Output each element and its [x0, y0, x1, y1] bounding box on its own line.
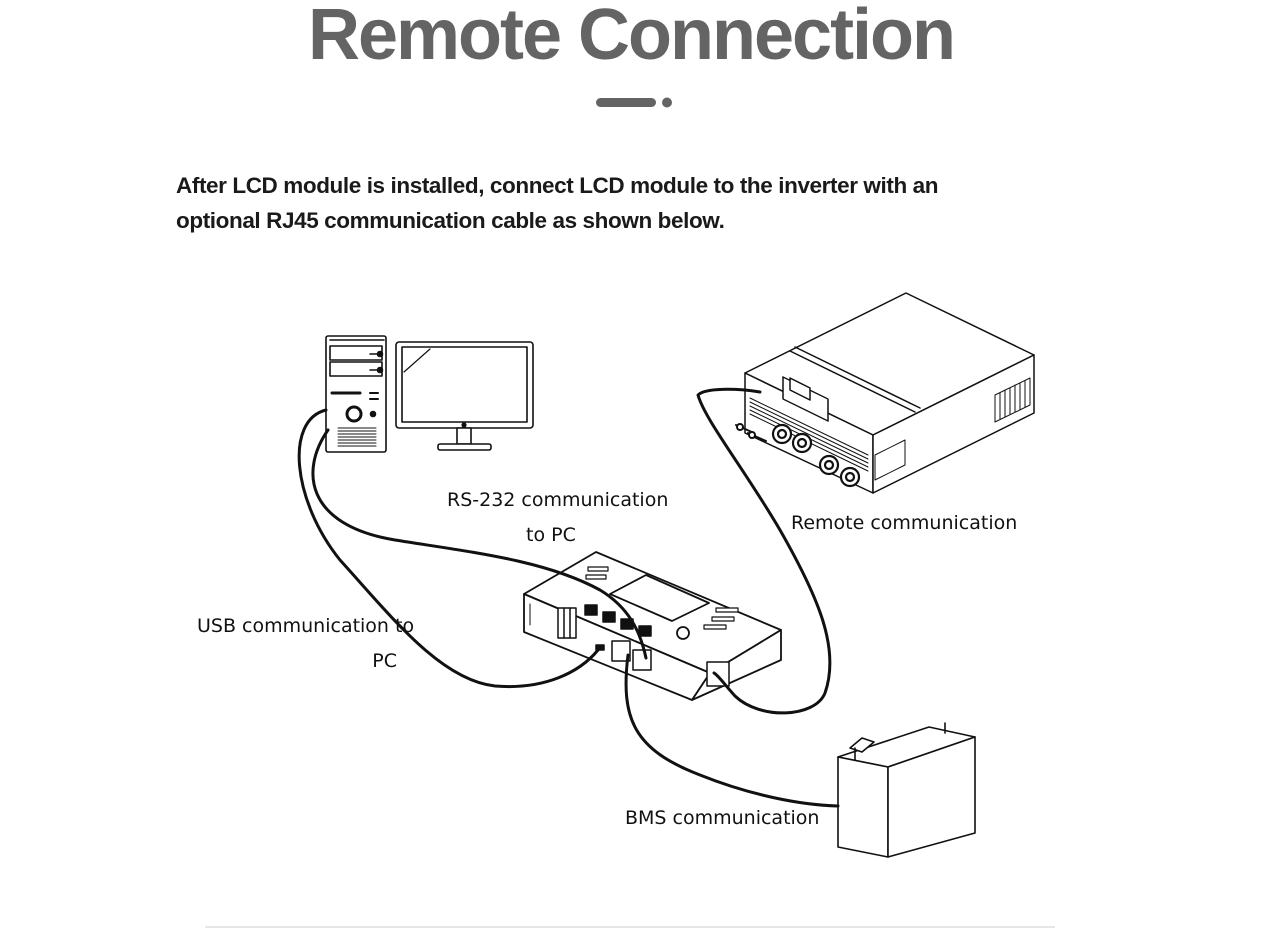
- rs232-label-line-1: RS-232 communication: [447, 489, 669, 511]
- intro-text: After LCD module is installed, connect L…: [176, 168, 1076, 238]
- intro-line-1: After LCD module is installed, connect L…: [176, 173, 939, 198]
- remote-communication-label: Remote communication: [791, 512, 1018, 534]
- remote-cable: [696, 387, 832, 715]
- bottom-divider: [205, 926, 1055, 928]
- bms-cable: [624, 653, 840, 808]
- bms-communication-label: BMS communication: [625, 807, 820, 829]
- pc-monitor-icon: [395, 341, 534, 451]
- rs232-cable: [311, 428, 648, 660]
- battery-bms-icon: [837, 722, 976, 858]
- pc-tower-icon: [325, 335, 387, 453]
- page-title: Remote Connection: [307, 0, 956, 75]
- usb-cable: [297, 408, 600, 689]
- lcd-module-icon: [523, 551, 782, 701]
- intro-line-2: optional RJ45 communication cable as sho…: [176, 208, 725, 233]
- usb-label: USB communication to PC: [197, 609, 415, 679]
- usb-label-line-1: USB communication to: [197, 615, 415, 637]
- cables: [297, 387, 840, 808]
- inverter-icon: [735, 292, 1035, 494]
- rs232-label-line-2: to PC: [526, 524, 576, 546]
- usb-label-line-2: PC: [372, 650, 397, 672]
- title-underline-decoration: [596, 97, 672, 108]
- rs232-label: RS-232 communication to PC: [447, 483, 668, 553]
